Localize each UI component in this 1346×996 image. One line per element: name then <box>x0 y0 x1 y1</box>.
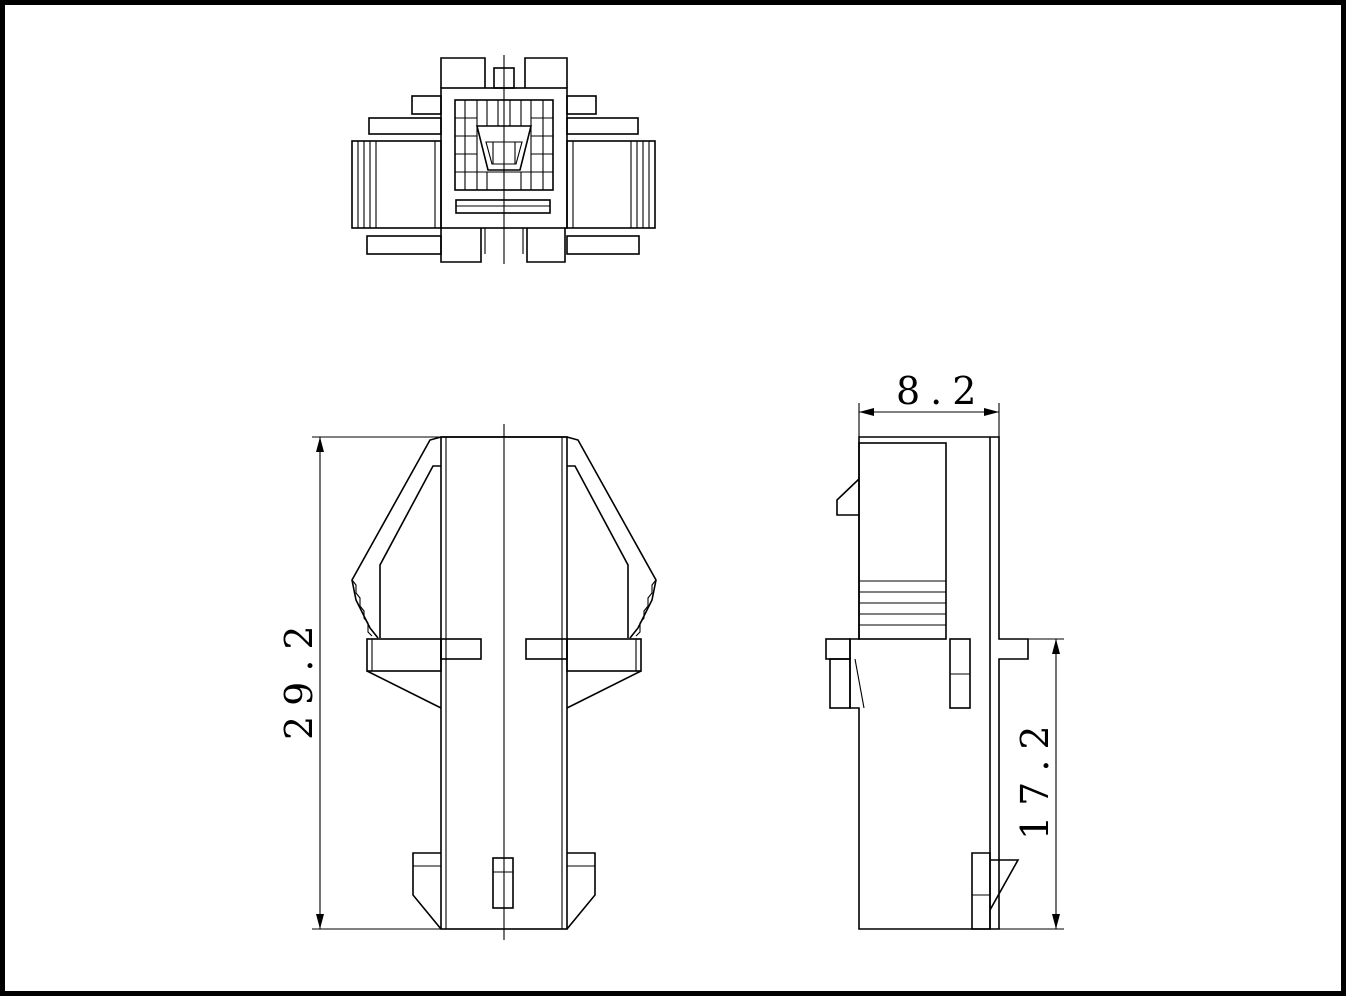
front-view: 29.2 <box>277 424 657 940</box>
width-dimension-label: 8.2 <box>896 369 986 413</box>
top-view <box>351 55 656 264</box>
side-view: 8.2 17.2 <box>825 369 1064 930</box>
height-dimension-label: 29.2 <box>277 615 321 740</box>
partial-height-dimension-label: 17.2 <box>1013 715 1057 840</box>
